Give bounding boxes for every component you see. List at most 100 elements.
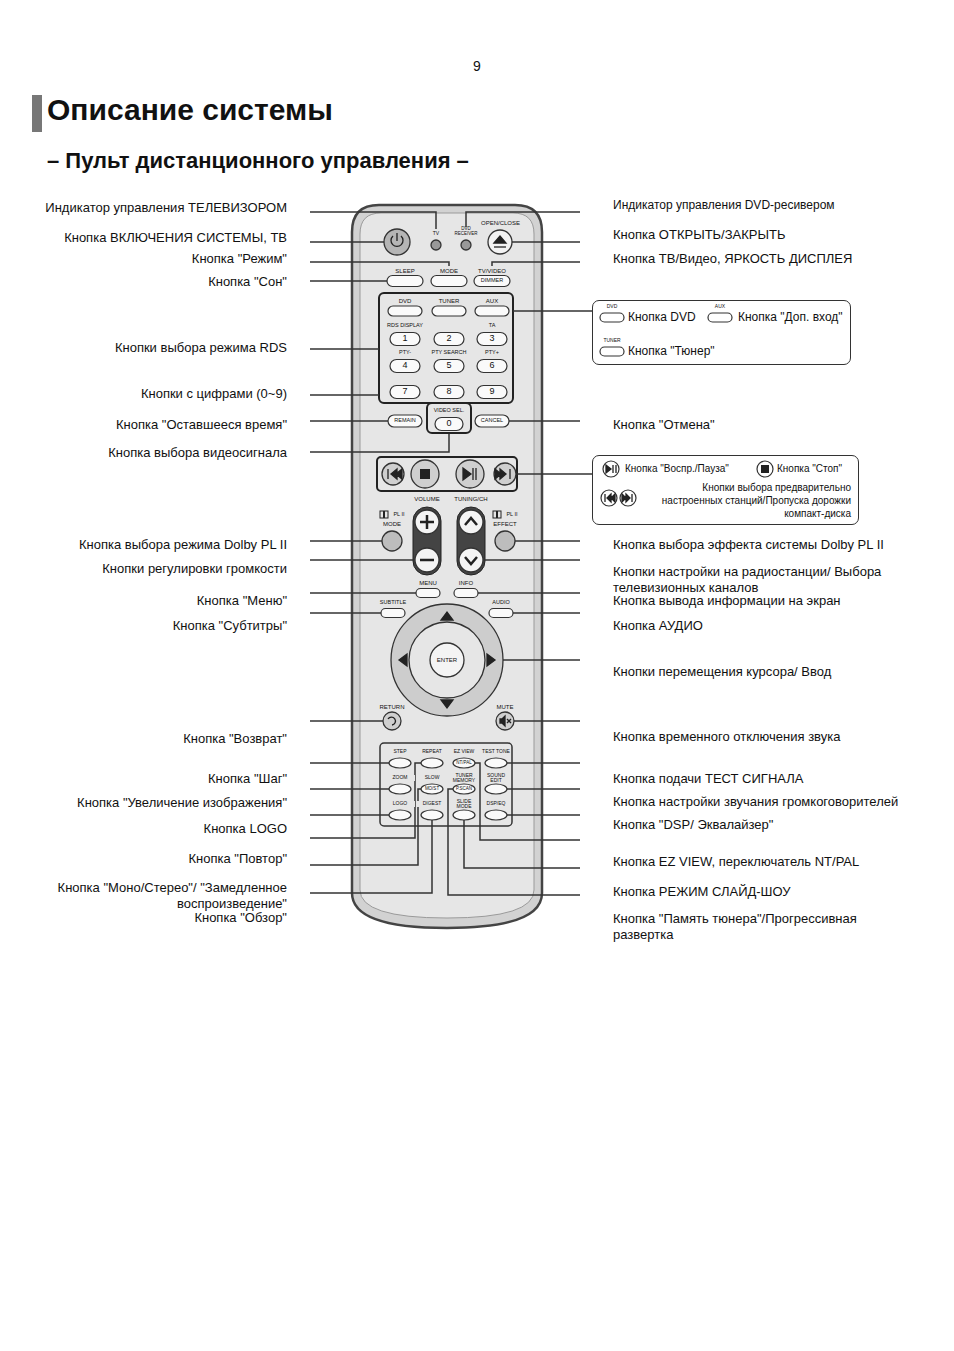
button-group-frame (377, 457, 517, 491)
callout-label: Индикатор управления ТЕЛЕВИЗОРОМ (7, 200, 287, 216)
callout-text: Кнопка "Стоп" (777, 462, 842, 475)
leader-line (310, 559, 414, 561)
callout-label: Кнопка ТВ/Видео, ЯРКОСТЬ ДИСПЛЕЯ (613, 251, 948, 267)
callout-text: Кнопка "Воспр./Пауза" (625, 462, 729, 475)
button-label: VOLUME (407, 496, 447, 502)
button-label: PTY SEARCH (429, 350, 469, 356)
arrow-right (487, 654, 495, 666)
button (453, 784, 475, 794)
digit-button (477, 360, 507, 373)
leader-line (509, 420, 580, 422)
callout-label: Кнопка EZ VIEW, переключатель NT/PAL (613, 854, 948, 870)
button-label: 3 (482, 334, 502, 343)
button (389, 758, 411, 768)
button-icon (600, 347, 624, 356)
button-label: VIDEO SEL. (429, 408, 469, 414)
stop-button (411, 460, 439, 488)
navigation-disc (391, 604, 503, 716)
leader-line (507, 788, 580, 790)
callout-text: Кнопка "Доп. вход" (738, 310, 843, 326)
remote-face (360, 213, 534, 918)
leader-line (517, 473, 592, 475)
callout-label: Кнопка "Память тюнера"/Прогрессивная раз… (613, 911, 868, 942)
button-label: MODE (377, 521, 407, 527)
button-label: DVD (388, 298, 422, 304)
callout-box: DVDКнопка DVDAUXКнопка "Доп. вход"TUNERК… (592, 300, 851, 365)
button (485, 810, 507, 820)
play-pause-icon (606, 465, 616, 473)
button-label: PL II (502, 512, 522, 518)
leader-line (492, 262, 580, 266)
callout-label: Кнопка "Повтор" (7, 851, 287, 867)
button-label: MENU (415, 580, 441, 586)
leader-line (466, 212, 580, 228)
digit-button (477, 333, 507, 346)
callout-label: Кнопка "Шаг" (7, 771, 287, 787)
button-label: CANCEL (476, 418, 508, 424)
callout-label: Кнопка настройки звучания громкоговорите… (613, 794, 948, 810)
tuning-rocker (457, 507, 485, 575)
leader-line (310, 434, 449, 452)
callout-text: DVD (600, 304, 624, 309)
button (421, 758, 443, 768)
callout-label: Кнопки перемещения курсора/ Ввод (613, 664, 948, 680)
button-label: 5 (439, 361, 459, 370)
callout-label: Индикатор управления DVD-ресивером (613, 198, 948, 212)
callout-label: Кнопки настройки на радиостанции/ Выбора… (613, 564, 898, 595)
button-label: TUNER MEMORY (449, 773, 479, 784)
button-label: SOUND EDIT (481, 773, 511, 784)
button-label: ZOOM (385, 775, 415, 780)
button-label: EFFECT (490, 521, 520, 527)
callout-box: Кнопка "Воспр./Пауза"Кнопка "Стоп"Кнопки… (592, 455, 859, 525)
callout-label: Кнопка выбора эффекта системы Dolby PL I… (613, 537, 948, 553)
play-pause-button (456, 460, 484, 488)
digit-button (435, 418, 463, 431)
callout-label: Кнопки выбора режима RDS (7, 340, 287, 356)
button-label: MUTE (491, 704, 519, 710)
section-subtitle: – Пульт дистанционного управления – (47, 148, 667, 174)
digit-button (390, 333, 420, 346)
callout-label: Кнопка РЕЖИМ СЛАЙД-ШОУ (613, 884, 948, 900)
button (453, 758, 475, 768)
button-label: RDS DISPLAY (385, 323, 425, 329)
button (389, 784, 411, 794)
leader-line (310, 789, 421, 865)
button-icon (757, 461, 773, 477)
leader-line (310, 612, 381, 614)
button-icon (708, 313, 732, 322)
leader-line (448, 789, 580, 895)
callout-text: AUX (708, 304, 732, 309)
leader-line (464, 820, 580, 868)
dolby-logo (385, 511, 389, 518)
callout-label: Кнопка АУДИО (613, 618, 948, 634)
return-icon (388, 717, 395, 725)
leader-line (310, 788, 389, 790)
callout-text: Кнопка "Тюнер" (628, 344, 715, 360)
callout-label: Кнопка "Оставшееся время" (7, 417, 287, 433)
page-title: Описание системы (47, 92, 333, 128)
title-bar (32, 95, 42, 132)
speaker-icon (500, 716, 505, 726)
callout-label: Кнопка "DSP/ Эквалайзер" (613, 817, 948, 833)
leader-line (507, 814, 580, 816)
button-label: NT/PAL (453, 761, 475, 766)
leader-line (310, 820, 432, 893)
button-label: PL II (389, 512, 409, 518)
power-button (384, 229, 410, 255)
button-label: 4 (395, 361, 415, 370)
button-icon (600, 313, 624, 322)
button-label: EZ VIEW (449, 749, 479, 754)
button (485, 784, 507, 794)
button-label: OPEN/CLOSE (480, 220, 520, 226)
button-label: 9 (482, 387, 502, 396)
dolby-mode-button (382, 531, 402, 551)
leader-line (503, 659, 580, 661)
digit-button (434, 360, 464, 373)
stop-icon (761, 465, 769, 473)
digit-button (434, 333, 464, 346)
leader-line (310, 540, 382, 542)
button-label: 0 (439, 419, 459, 428)
leader-line (507, 762, 580, 764)
button (489, 609, 513, 618)
